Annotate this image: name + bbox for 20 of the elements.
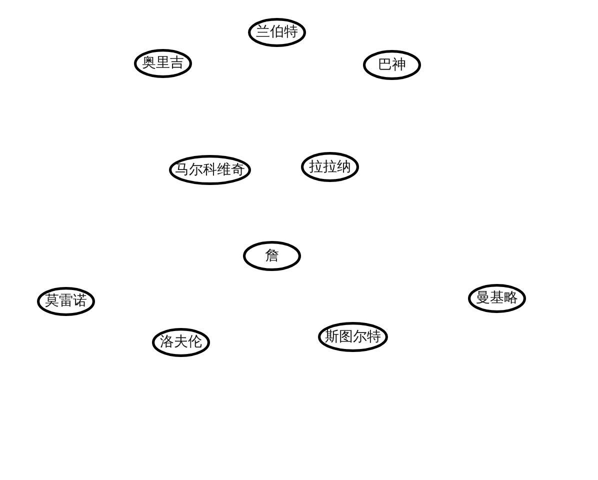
ellipse-node xyxy=(134,48,192,78)
node-label: 马尔科维奇 xyxy=(175,163,245,177)
node-label: 斯图尔特 xyxy=(325,330,381,344)
ellipse-node xyxy=(37,286,95,316)
ellipse-node xyxy=(468,284,526,312)
ellipse-node xyxy=(243,241,301,271)
node-label: 拉拉纳 xyxy=(309,160,351,174)
node-label: 詹 xyxy=(265,249,279,263)
ellipse-node xyxy=(169,155,251,185)
node-label: 莫雷诺 xyxy=(45,294,87,308)
ellipse-node xyxy=(318,322,388,352)
ellipse-node xyxy=(363,50,421,80)
node-label: 奥里吉 xyxy=(142,56,184,70)
ellipse-node xyxy=(152,328,210,356)
node-label: 洛夫伦 xyxy=(160,335,202,349)
node-label: 巴神 xyxy=(378,58,406,72)
node-label: 曼基略 xyxy=(476,291,518,305)
node-label: 兰伯特 xyxy=(256,25,298,39)
ellipse-node xyxy=(248,18,306,46)
ellipse-node xyxy=(301,152,359,182)
